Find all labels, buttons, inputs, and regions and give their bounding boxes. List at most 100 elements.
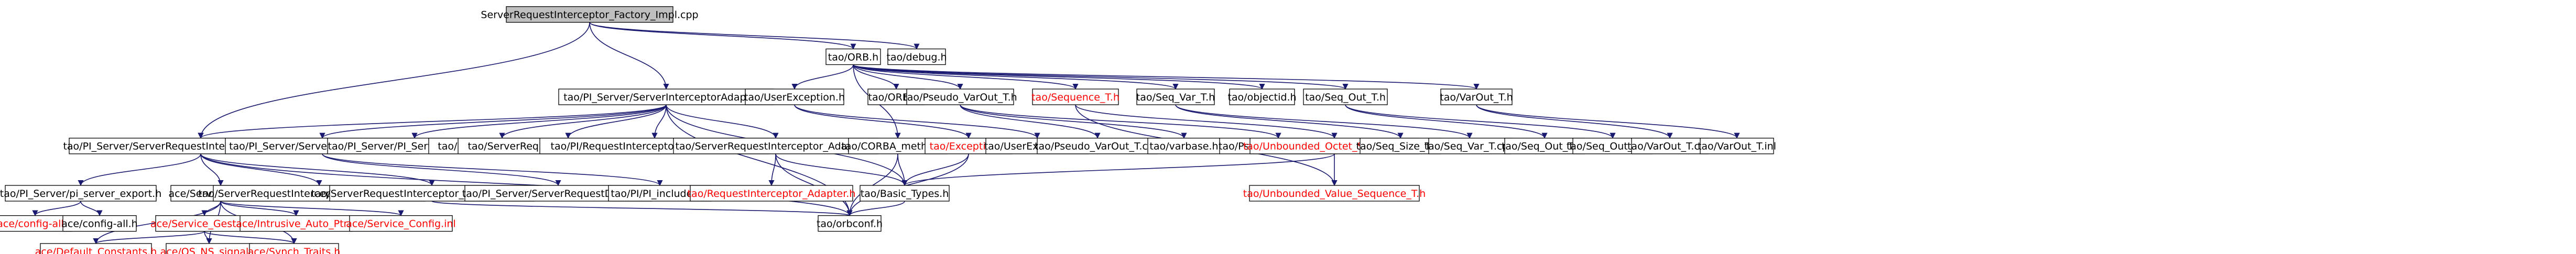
node-label-useref: tao/UserException.h xyxy=(744,92,845,103)
node-orbconf[interactable]: tao/orbconf.h xyxy=(817,215,883,232)
edge-unboundoct-to-basictypes xyxy=(901,153,1335,186)
edge-basictypes-to-orbconf xyxy=(846,201,905,216)
edge-seqvar-to-seqsize xyxy=(1175,104,1404,139)
node-box-svcgestalt xyxy=(155,215,254,232)
node-label-svcgestalt: ace/Service_Gestalt.h xyxy=(150,218,258,230)
node-pvarcpp[interactable]: tao/Pseudo_VarOut_T.cpp xyxy=(1035,138,1160,154)
node-taoconfigall[interactable]: ace/config-all.h xyxy=(61,215,138,232)
node-box-seqt xyxy=(1032,89,1119,105)
node-box-objectid xyxy=(1229,89,1295,105)
node-label-seqoutinl: tao/Seq_Out_T.inl xyxy=(1502,141,1588,152)
edge-useref-to-except xyxy=(794,104,972,139)
node-adapter[interactable]: tao/PI_Server/ServerInterceptorAdapter.h xyxy=(558,89,774,105)
edge-seqout-to-seqoutcpp xyxy=(1345,104,1616,139)
node-piincludec[interactable]: tao/PI/PI_includeC.h xyxy=(608,185,712,202)
edge-adapter-to-listt xyxy=(499,104,667,139)
node-box-orb xyxy=(825,48,881,65)
node-box-taoconfigall xyxy=(62,215,137,232)
node-label-basictypes: tao/Basic_Types.h xyxy=(861,188,949,200)
node-label-srvreqadapter: tao/ServerRequestInterceptor_Adapter.h xyxy=(675,141,876,152)
node-label-pvarout: tao/Pseudo_VarOut_T.h xyxy=(903,92,1017,103)
node-unboundval[interactable]: tao/Unbounded_Value_Sequence_T.h xyxy=(1243,185,1426,202)
node-debug[interactable]: tao/debug.h xyxy=(886,48,947,65)
node-label-configall: ace/config-all.h xyxy=(0,218,73,230)
node-box-seqsize xyxy=(1360,138,1441,154)
node-orb[interactable]: tao/ORB.h xyxy=(825,48,881,65)
node-box-seqout xyxy=(1303,89,1388,105)
edge-orb-to-orbinl xyxy=(853,64,899,90)
node-label-osns: ace/OS_NS_signal.h xyxy=(160,246,258,254)
node-seqout[interactable]: tao/Seq_Out_T.h xyxy=(1303,89,1388,105)
node-box-varout xyxy=(1440,89,1513,105)
node-useref[interactable]: tao/UserException.h xyxy=(744,89,845,105)
node-label-orbconf: tao/orbconf.h xyxy=(817,218,883,230)
node-label-pisrvexport: tao/PI_Server/pi_server_export.h xyxy=(0,188,161,200)
node-osns[interactable]: ace/OS_NS_signal.h xyxy=(160,243,258,254)
edge-adapter-to-includec xyxy=(411,104,667,139)
edge-orb-to-pvarout xyxy=(853,64,963,90)
node-label-pvarcpp: tao/Pseudo_VarOut_T.cpp xyxy=(1035,141,1160,152)
node-pisrvexport[interactable]: tao/PI_Server/pi_server_export.h xyxy=(0,185,161,202)
edge-factimpl-to-orbconf xyxy=(200,153,853,216)
edge-factimpl-to-srvreqfact xyxy=(200,153,435,186)
node-objectid[interactable]: tao/objectid.h xyxy=(1227,89,1297,105)
node-seqsize[interactable]: tao/Seq_Size_T.inl xyxy=(1356,138,1445,154)
node-label-piincludec: tao/PI/PI_includeC.h xyxy=(611,188,709,200)
node-seqt[interactable]: tao/Sequence_T.h xyxy=(1031,89,1119,105)
edge-pvarout-to-pvarinl xyxy=(960,104,1281,139)
node-configall[interactable]: ace/config-all.h xyxy=(0,215,73,232)
node-root[interactable]: ServerRequestInterceptor_Factory_Impl.cp… xyxy=(481,6,699,23)
edge-srvreqadapter-to-reqadapter xyxy=(768,153,776,186)
node-label-defconst: ace/Default_Constants.h xyxy=(35,246,157,254)
node-varout[interactable]: tao/VarOut_T.h xyxy=(1440,89,1513,105)
node-synch[interactable]: ace/Synch_Traits.h xyxy=(248,243,341,254)
edge-varout-to-varoutinl xyxy=(1476,104,1740,139)
node-label-seqvar: tao/Seq_Var_T.h xyxy=(1136,92,1215,103)
node-svcconfiginl[interactable]: ace/Service_Config.inl xyxy=(346,215,456,232)
edge-adapter-to-factimpl xyxy=(198,104,667,139)
edge-varout-to-varoutcpp xyxy=(1476,104,1673,139)
node-varoutinl[interactable]: tao/VarOut_T.inl xyxy=(1698,138,1776,154)
node-box-unboundval xyxy=(1249,185,1420,202)
node-label-seqt: tao/Sequence_T.h xyxy=(1031,92,1119,103)
node-svcgestalt[interactable]: ace/Service_Gestalt.h xyxy=(150,215,258,232)
node-varbase[interactable]: tao/varbase.h xyxy=(1147,138,1221,154)
node-box-configall xyxy=(0,215,72,232)
node-seqvarcpp[interactable]: tao/Seq_Var_T.cpp xyxy=(1425,138,1515,154)
edge-orb-to-seqout xyxy=(853,64,1349,90)
edge-root-to-orb xyxy=(589,21,856,50)
node-label-varbase: tao/varbase.h xyxy=(1149,141,1218,152)
node-intrusive[interactable]: ace/Intrusive_Auto_Ptr.h xyxy=(236,215,356,232)
node-label-unboundval: tao/Unbounded_Value_Sequence_T.h xyxy=(1243,188,1426,200)
edge-srvreqadapter-to-basictypes xyxy=(775,153,908,186)
node-label-orb: tao/ORB.h xyxy=(828,51,878,63)
node-seqvar[interactable]: tao/Seq_Var_T.h xyxy=(1136,89,1215,105)
node-reqadapter[interactable]: tao/RequestInterceptor_Adapter.h xyxy=(688,185,856,202)
edge-acesvccfg-to-svcconfiginl xyxy=(220,201,404,216)
edge-factimpl-to-factadapter xyxy=(200,153,322,186)
node-label-synch: ace/Synch_Traits.h xyxy=(248,246,341,254)
node-basictypes[interactable]: tao/Basic_Types.h xyxy=(860,185,950,202)
edge-except-to-orbconf xyxy=(846,153,969,216)
node-box-varoutinl xyxy=(1700,138,1774,154)
edge-seqt-to-unboundoct xyxy=(1075,104,1338,139)
node-srvreqadapter[interactable]: tao/ServerRequestInterceptor_Adapter.h xyxy=(673,138,878,154)
node-label-intrusive: ace/Intrusive_Auto_Ptr.h xyxy=(236,218,356,230)
edge-srvdetails-to-piincludec xyxy=(322,153,663,186)
node-box-pisrvexport xyxy=(5,185,157,202)
node-box-seqvar xyxy=(1136,89,1215,105)
edge-orb-to-seqt xyxy=(853,64,1079,90)
edge-seqvar-to-seqvarcpp xyxy=(1175,104,1473,139)
edge-orb-to-objectid xyxy=(853,64,1265,90)
node-seqoutinl[interactable]: tao/Seq_Out_T.inl xyxy=(1502,138,1588,154)
node-box-debug xyxy=(887,48,946,65)
node-label-srvdetailsinl: tao/PI_Server/ServerRequestDetails.inl xyxy=(462,188,654,200)
node-pvarout[interactable]: tao/Pseudo_VarOut_T.h xyxy=(903,89,1017,105)
edge-root-to-factimpl xyxy=(198,22,590,139)
node-defconst[interactable]: ace/Default_Constants.h xyxy=(35,243,157,254)
node-label-svcconfiginl: ace/Service_Config.inl xyxy=(346,218,456,230)
node-layer: ServerRequestInterceptor_Factory_Impl.cp… xyxy=(0,6,1776,254)
edge-pisrvexport-to-configall xyxy=(32,201,81,216)
edge-acesvccfg-to-svcgestalt xyxy=(201,201,221,216)
edge-corbam-to-orbconf xyxy=(846,153,898,216)
